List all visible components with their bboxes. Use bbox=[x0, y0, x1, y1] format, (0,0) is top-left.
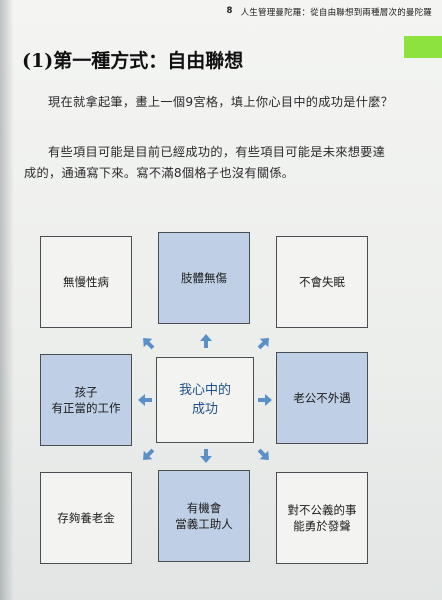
paragraph-2: 有些項目可能是目前已經成功的，有些項目可能是未來想要達成的，通通寫下來。寫不滿8… bbox=[24, 145, 386, 180]
cell-top-right: 不會失眠 bbox=[276, 236, 368, 328]
arrow-icon bbox=[256, 447, 272, 463]
chapter-tab bbox=[404, 36, 442, 58]
cell-top-left: 無慢性病 bbox=[40, 236, 132, 328]
running-header: 8 人生管理曼陀羅：從自由聯想到兩種層次的曼陀羅 bbox=[226, 6, 432, 18]
cell-bottom-center: 有機會 當義工助人 bbox=[158, 470, 250, 562]
cell-top-center: 肢體無傷 bbox=[158, 232, 250, 324]
page-number: 8 bbox=[226, 6, 233, 16]
arrow-icon bbox=[256, 335, 272, 351]
arrow-icon bbox=[257, 392, 273, 408]
running-title: 人生管理曼陀羅：從自由聯想到兩種層次的曼陀羅 bbox=[240, 8, 432, 18]
cell-bottom-left: 存夠養老金 bbox=[40, 472, 132, 564]
paragraph-1: 現在就拿起筆，畫上一個9宮格，填上你心目中的成功是什麼？ bbox=[48, 95, 394, 109]
arrow-icon bbox=[140, 447, 156, 463]
cell-center: 我心中的 成功 bbox=[156, 357, 254, 443]
cell-middle-right: 老公不外遇 bbox=[276, 352, 368, 444]
arrow-icon bbox=[198, 333, 214, 349]
arrow-icon bbox=[137, 392, 153, 408]
arrow-icon bbox=[198, 448, 214, 464]
arrow-icon bbox=[140, 335, 156, 351]
cell-middle-left: 孩子 有正當的工作 bbox=[40, 354, 132, 446]
section-title: (1)第一種方式：自由聯想 bbox=[22, 50, 244, 72]
binding-shadow bbox=[0, 0, 14, 600]
cell-bottom-right: 對不公義的事 能勇於發聲 bbox=[276, 472, 368, 564]
